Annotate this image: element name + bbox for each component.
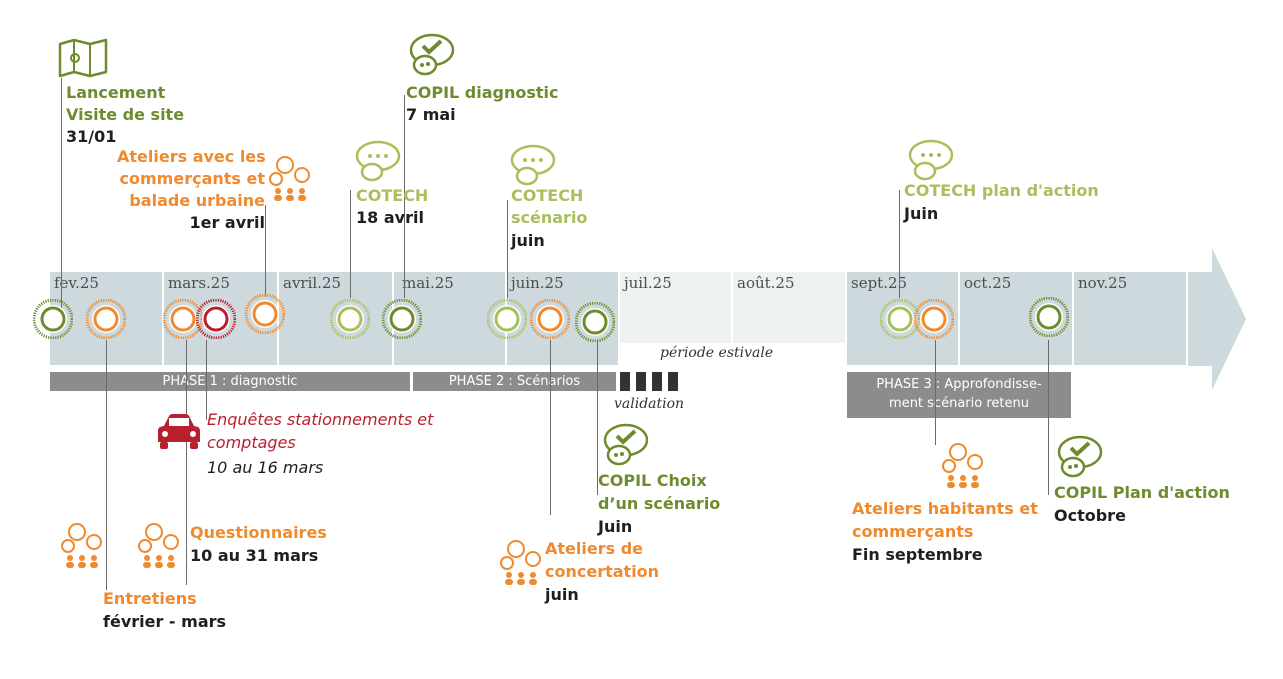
lancement-title-1: Lancement	[66, 83, 166, 102]
marker-entretiens	[86, 299, 126, 339]
marker-cotech-scen	[487, 299, 527, 339]
marker-copil-choix	[575, 302, 615, 342]
marker-cotech-plan	[880, 299, 920, 339]
connector-enquetes	[206, 340, 207, 420]
people-workshop-icon	[61, 523, 102, 568]
marker-lancement	[33, 299, 73, 339]
marker-ateliers-hab	[914, 299, 954, 339]
ateliers-hab-line-1: Ateliers habitants et	[852, 499, 1038, 518]
validation-label: validation	[614, 396, 685, 412]
connector-questionnaires	[186, 340, 187, 585]
phase-3-line1: PHASE 3 : Approfondisse-	[876, 377, 1042, 392]
month-label: juil.25	[624, 274, 672, 292]
ateliers-hab-date: Fin septembre	[852, 545, 983, 564]
questionnaires-date: 10 au 31 mars	[190, 546, 319, 565]
cotech1-date: 18 avril	[356, 208, 424, 227]
copil-plan-title: COPIL Plan d'action	[1054, 483, 1230, 502]
copil-choix-date: Juin	[598, 517, 633, 536]
connector-ateliers-conc	[550, 340, 551, 515]
validation-dash	[668, 372, 678, 391]
month-label: nov.25	[1078, 274, 1128, 292]
questionnaires-title: Questionnaires	[190, 523, 327, 542]
chat-check-icon	[409, 33, 455, 76]
marker-ateliers-conc	[530, 299, 570, 339]
month-nov: nov.25	[1074, 272, 1186, 365]
connector-entretiens	[106, 340, 107, 590]
validation-dash	[652, 372, 662, 391]
enquetes-line-2: comptages	[207, 433, 296, 452]
ateliers-conc-line-2: concertation	[545, 562, 660, 581]
chat-bubbles-icon	[908, 139, 954, 181]
connector-ateliers-hab	[935, 340, 936, 445]
connector-cotech1	[350, 190, 351, 298]
validation-dash	[636, 372, 646, 391]
month-avril: avril.25	[279, 272, 392, 365]
chat-bubbles-icon	[355, 140, 401, 182]
ateliers-comm-line-3: balade urbaine	[129, 191, 265, 210]
cotech-scen-title-1: COTECH	[511, 186, 584, 205]
marker-copil-plan	[1029, 297, 1069, 337]
ateliers-comm-line-2: commerçants et	[119, 169, 265, 188]
phase-1-bar: PHASE 1 : diagnostic	[50, 372, 410, 391]
people-workshop-icon	[942, 443, 983, 488]
entretiens-title: Entretiens	[103, 589, 197, 608]
lancement-date: 31/01	[66, 127, 117, 146]
connector-copil-choix	[597, 340, 598, 495]
connector-copil-plan	[1048, 340, 1049, 495]
marker-ateliers-comm	[245, 294, 285, 334]
copil-choix-line-1: COPIL Choix	[598, 471, 707, 490]
connector-copil-diag	[404, 95, 405, 298]
month-label: oct.25	[964, 274, 1012, 292]
validation-dash	[620, 372, 630, 391]
enquetes-date: 10 au 16 mars	[207, 458, 324, 477]
ateliers-comm-line-1: Ateliers avec les	[117, 147, 266, 166]
ateliers-conc-date: juin	[545, 585, 579, 604]
ateliers-hab-line-2: commerçants	[852, 522, 974, 541]
cotech-plan-date: Juin	[904, 204, 939, 223]
phase-2-bar: PHASE 2 : Scénarios	[413, 372, 616, 391]
month-label: avril.25	[283, 274, 342, 292]
chat-bubbles-icon	[510, 144, 556, 186]
chat-check-icon	[1057, 435, 1103, 478]
cotech-scen-title-2: scénario	[511, 208, 588, 227]
connector-lancement	[61, 78, 62, 308]
people-workshop-icon	[269, 156, 310, 201]
phase-3-bar: PHASE 3 : Approfondisse- ment scénario r…	[847, 372, 1071, 418]
ateliers-conc-line-1: Ateliers de	[545, 539, 643, 558]
chat-check-icon	[603, 423, 649, 466]
cotech-plan-title: COTECH plan d'action	[904, 181, 1099, 200]
connector-ateliers-comm	[265, 205, 266, 297]
marker-copil-diag	[382, 299, 422, 339]
month-label: août.25	[737, 274, 795, 292]
copil-choix-line-2: d’un scénario	[598, 494, 721, 513]
phase-3-line2: ment scénario retenu	[889, 396, 1029, 411]
ateliers-comm-date: 1er avril	[189, 213, 265, 232]
people-workshop-icon	[138, 523, 179, 568]
marker-enquetes	[196, 299, 236, 339]
map-icon	[58, 38, 108, 78]
summer-period-label: période estivale	[660, 345, 774, 361]
people-workshop-icon	[500, 540, 541, 585]
marker-cotech1	[330, 299, 370, 339]
copil-plan-date: Octobre	[1054, 506, 1126, 525]
enquetes-line-1: Enquêtes stationnements et	[207, 410, 434, 429]
connector-cotech-scen	[507, 200, 508, 298]
summer-period-box	[620, 343, 845, 365]
car-icon	[158, 414, 200, 449]
copil-diag-date: 7 mai	[406, 105, 456, 124]
connector-cotech-plan	[899, 190, 900, 298]
month-label: sept.25	[851, 274, 908, 292]
cotech1-title: COTECH	[356, 186, 429, 205]
lancement-title-2: Visite de site	[66, 105, 185, 124]
entretiens-date: février - mars	[103, 612, 227, 631]
copil-diag-title: COPIL diagnostic	[406, 83, 559, 102]
month-label: mars.25	[168, 274, 230, 292]
month-label: mai.25	[402, 274, 454, 292]
cotech-scen-date: juin	[511, 231, 545, 250]
month-label: juin.25	[511, 274, 564, 292]
timeline-arrow-body	[1188, 272, 1212, 365]
month-label: fev.25	[54, 274, 99, 292]
